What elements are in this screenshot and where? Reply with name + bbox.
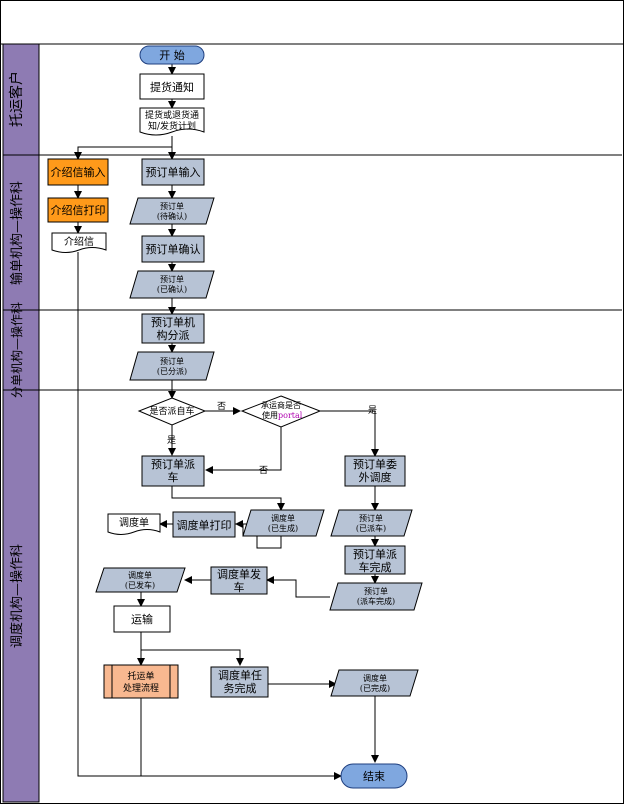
node-dispatch-done: 调度单 (已完成) [330,669,419,697]
edge-label-no: 否 [217,401,226,412]
node-dispatch-generated: 调度单 (已生成) [242,509,325,537]
swimlanes: 托运客户 输单机构—操作科 分单机构—操作科 调度机构—操作科 [2,43,622,803]
node-order-confirmed-line1: 预订单 [160,274,184,284]
node-decision-self-vehicle-label: 是否派自车 [149,405,194,417]
node-order-assign: 预订单机 构分派 [141,313,205,344]
node-order-dispatch: 预订单派 车 [141,455,205,487]
node-order-outsource: 预订单委 外调度 [344,455,406,487]
node-dispatch-complete-line2: 车完成 [359,560,392,574]
node-dispatch-sent-line1: 调度单 [128,570,152,580]
node-dispatch-print: 调度单打印 [172,511,236,538]
connectors [74,64,379,780]
node-dispatch-complete: 预订单派 车完成 [344,545,406,575]
node-pickup-document-line2: 知/发货计划 [148,120,196,132]
node-task-complete-line2: 务完成 [224,681,257,695]
node-order-outsource-line2: 外调度 [359,470,392,484]
node-order-input-label: 预订单输入 [146,165,201,179]
node-order-outsource-line1: 预订单委 [353,458,397,471]
node-intro-input-label: 介绍信输入 [51,165,106,179]
node-order-dispatch-line1: 预订单派 [151,458,195,471]
node-order-dispatched: 预订单 (派车完成) [329,582,423,611]
node-dispatch-doc: 调度单 [107,513,161,535]
node-intro-print-label: 介绍信打印 [51,203,106,217]
node-intro-letter: 介绍信 [51,232,107,253]
node-intro-print: 介绍信打印 [47,197,109,223]
node-decision-portal-keyword: portal [278,411,303,420]
node-decision-self-vehicle: 是否派自车 [137,397,207,426]
edge-label-no: 否 [259,465,268,476]
lane-label-dispatch: 调度机构—操作科 [9,544,25,648]
node-order-dispatch-line2: 车 [168,470,179,484]
node-order-assigned: 预订单 (已分派) [129,351,215,381]
node-order-assign-line1: 预订单机 [151,315,195,329]
node-order-assigned-line2: (已分派) [157,367,187,376]
node-order-sent-line1: 预订单 [359,513,383,523]
node-decision-portal-line1: 承运商是否 [261,400,301,410]
lane-label-customer: 托运客户 [8,71,25,127]
node-dispatch-done-line2: (已完成) [360,683,390,693]
node-dispatch-print-label: 调度单打印 [177,518,232,532]
node-end-label: 结束 [363,770,385,783]
node-order-dispatched-line2: (派车完成) [357,596,395,606]
edge-label-yes: 是 [368,405,377,416]
node-decision-portal-line2: 使用 [262,410,278,420]
lane-label-origin: 输单机构—操作科 [9,181,25,285]
node-order-pending-line2: (待确认) [157,211,187,221]
node-task-complete: 调度单任 务完成 [210,666,269,698]
node-order-pending-line1: 预订单 [160,201,184,211]
node-order-confirmed-line2: (已确认) [157,284,187,294]
node-pickup-notice: 提货通知 [139,73,205,100]
node-pickup-document-line1: 提货或退货通 [145,109,199,121]
node-order-confirm-label: 预订单确认 [146,243,201,256]
lane-label-branch: 分单机构—操作科 [9,302,24,398]
node-pickup-notice-label: 提货通知 [150,80,194,94]
node-dispatch-send-line2: 车 [234,580,245,594]
node-dispatch-doc-label: 调度单 [119,516,149,529]
node-waybill-process: 托运单 处理流程 [103,664,179,699]
node-order-input: 预订单输入 [141,158,205,186]
node-waybill-process-line2: 处理流程 [123,682,159,694]
node-dispatch-send: 调度单发 车 [210,566,268,595]
node-intro-letter-label: 介绍信 [64,235,94,248]
node-order-assign-line2: 构分派 [157,328,190,342]
node-intro-input: 介绍信输入 [47,158,109,186]
lane-header-origin [2,154,40,311]
node-order-sent-line2: (已派车) [356,523,386,533]
edge-label-yes: 是 [167,435,176,446]
node-pickup-document: 提货或退货通 知/发货计划 [139,107,205,136]
node-order-assigned-line1: 预订单 [160,356,184,366]
node-transport: 运输 [113,605,171,633]
node-end: 结束 [340,763,408,789]
node-decision-portal: 承运商是否 使用 portal [240,395,322,428]
node-dispatch-send-line1: 调度单发 [217,567,261,581]
node-dispatch-sent-line2: (已发车) [125,580,155,590]
node-dispatch-complete-line1: 预订单派 [353,548,397,561]
node-waybill-process-line1: 托运单 [127,670,154,682]
node-order-sent: 预订单 (已派车) [330,509,413,537]
node-order-pending: 预订单 (待确认) [129,197,215,225]
node-dispatch-sent: 调度单 (已发车) [95,567,186,593]
node-transport-label: 运输 [131,612,153,626]
node-dispatch-done-line1: 调度单 [363,673,387,683]
node-start-label: 开 始 [159,48,185,62]
node-order-dispatched-line1: 预订单 [364,586,388,596]
node-dispatch-generated-line2: (已生成) [268,523,298,533]
node-dispatch-generated-line1: 调度单 [271,513,295,523]
node-start: 开 始 [139,45,205,65]
node-order-confirm: 预订单确认 [141,235,205,263]
node-task-complete-line1: 调度单任 [218,668,262,682]
node-order-confirmed: 预订单 (已确认) [129,270,215,299]
